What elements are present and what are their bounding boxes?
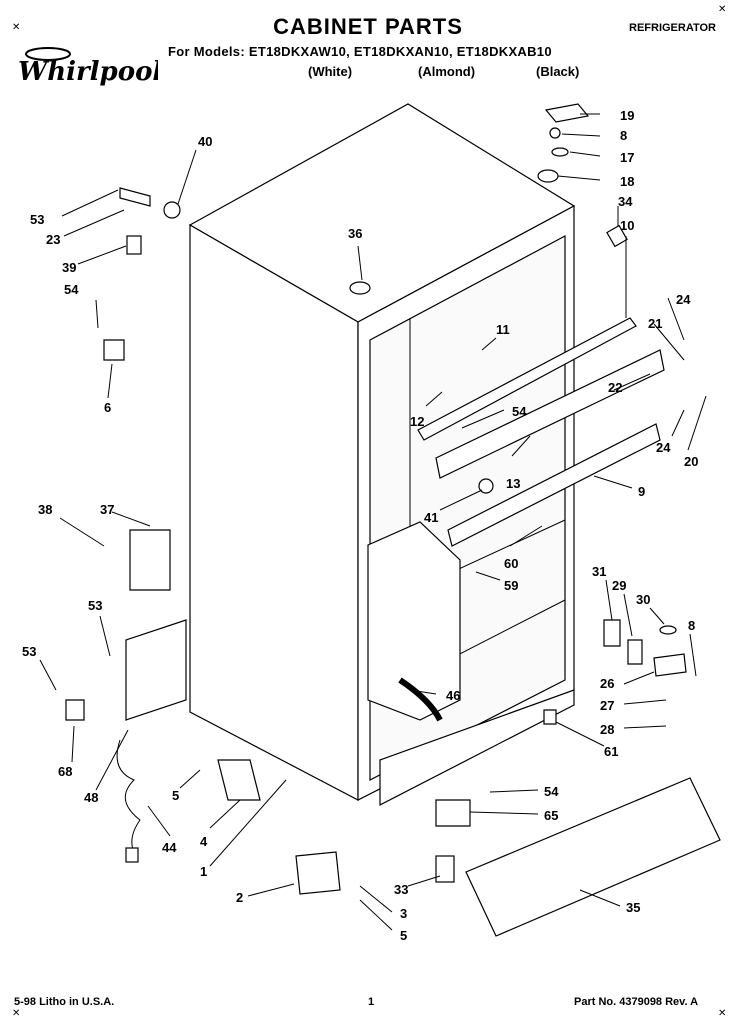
callout-44: 44: [162, 840, 177, 855]
callout-2: 2: [236, 890, 243, 905]
callout-10: 10: [620, 218, 634, 233]
footer-litho: 5-98 Litho in U.S.A.: [14, 996, 115, 1008]
callout-31: 31: [592, 564, 606, 579]
callout-54: 54: [64, 282, 79, 297]
callout-38: 38: [38, 502, 52, 517]
callout-labels: 1 2 3 4 5 5 6 8 8 9 10 11 12 13 17 18 19…: [22, 108, 698, 943]
model-numbers: For Models: ET18DKXAW10, ET18DKXAN10, ET…: [168, 44, 552, 59]
callout-30: 30: [636, 592, 650, 607]
callout-13: 13: [506, 476, 520, 491]
callout-33: 33: [394, 882, 408, 897]
corner-mark: ✕: [12, 1008, 21, 1019]
cabinet-outline: [188, 103, 576, 806]
callout-40: 40: [198, 134, 212, 149]
callout-22: 22: [608, 380, 622, 395]
callout-26: 26: [600, 676, 614, 691]
corner-mark: ✕: [718, 4, 727, 15]
callout-18: 18: [620, 174, 634, 189]
callout-20: 20: [684, 454, 698, 469]
page-title: CABINET PARTS: [273, 14, 463, 39]
appliance-category: REFRIGERATOR: [629, 22, 716, 34]
callout-28: 28: [600, 722, 614, 737]
corner-mark: ✕: [718, 1008, 727, 1019]
callout-53: 53: [22, 644, 36, 659]
callout-19: 19: [620, 108, 634, 123]
callout-5: 5: [172, 788, 179, 803]
callout-53: 53: [88, 598, 102, 613]
callout-12: 12: [410, 414, 424, 429]
callout-4: 4: [200, 834, 208, 849]
color-white: (White): [308, 64, 353, 79]
callout-23: 23: [46, 232, 60, 247]
color-almond: (Almond): [418, 64, 476, 79]
callout-46: 46: [446, 688, 460, 703]
callout-8: 8: [620, 128, 627, 143]
callout-24: 24: [656, 440, 671, 455]
callout-24: 24: [676, 292, 691, 307]
callout-37: 37: [100, 502, 114, 517]
callout-34: 34: [618, 194, 633, 209]
callout-41: 41: [424, 510, 438, 525]
callout-48: 48: [84, 790, 98, 805]
callout-9: 9: [638, 484, 645, 499]
corner-mark: ✕: [12, 22, 21, 33]
brand-logo: Whirlpool: [18, 46, 162, 90]
callout-6: 6: [104, 400, 111, 415]
callout-11: 11: [496, 322, 510, 337]
callout-3: 3: [400, 906, 407, 921]
callout-27: 27: [600, 698, 614, 713]
callout-59: 59: [504, 578, 518, 593]
leader-lines: [39, 113, 707, 931]
callout-54: 54: [544, 784, 559, 799]
callout-8: 8: [688, 618, 695, 633]
callout-36: 36: [348, 226, 362, 241]
callout-21: 21: [648, 316, 662, 331]
callout-65: 65: [544, 808, 558, 823]
footer-page-number: 1: [368, 996, 375, 1008]
callout-1: 1: [200, 864, 207, 879]
callout-17: 17: [620, 150, 634, 165]
brand-wordmark: Whirlpool: [18, 57, 158, 87]
callout-60: 60: [504, 556, 518, 571]
color-black: (Black): [536, 64, 580, 79]
callout-39: 39: [62, 260, 76, 275]
part-shapes: [65, 103, 721, 937]
callout-61: 61: [604, 744, 618, 759]
callout-35: 35: [626, 900, 640, 915]
callout-29: 29: [612, 578, 626, 593]
callout-5: 5: [400, 928, 407, 943]
callout-54: 54: [512, 404, 527, 419]
footer-part-number: Part No. 4379098 Rev. A: [574, 996, 699, 1008]
callout-68: 68: [58, 764, 72, 779]
callout-53: 53: [30, 212, 44, 227]
